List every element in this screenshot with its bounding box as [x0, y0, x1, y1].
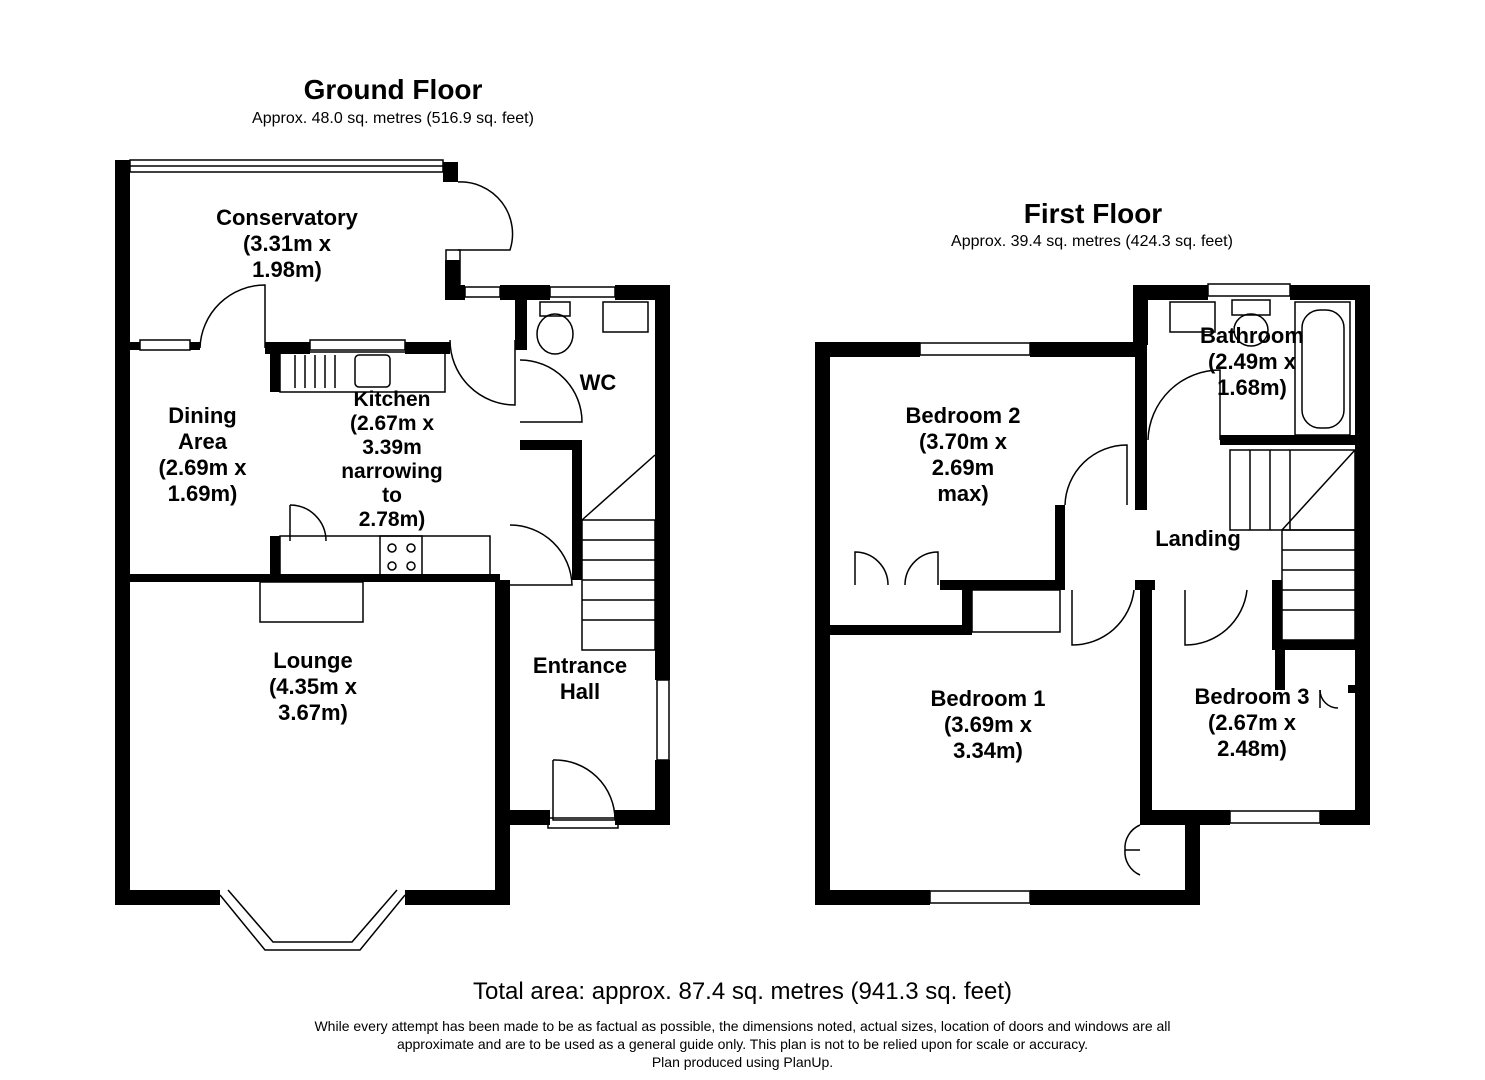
room-label-dining-area: Dining Area (2.69m x 1.69m) — [158, 403, 247, 506]
first-floor-title: First Floor — [1023, 198, 1163, 229]
ground-floor-area: Approx. 48.0 sq. metres (516.9 sq. feet) — [252, 110, 534, 127]
room-label-wc: WC — [579, 370, 617, 395]
total-area: Total area: approx. 87.4 sq. metres (941… — [473, 978, 1012, 1005]
room-label-bathroom: Bathroom (2.49m x 1.68m) — [1200, 323, 1304, 400]
first-floor-area: Approx. 39.4 sq. metres (424.3 sq. feet) — [951, 233, 1233, 250]
room-label-kitchen: Kitchen (2.67m x 3.39m narrowing to 2.78… — [341, 388, 443, 531]
room-label-bedroom-2: Bedroom 2 (3.70m x 2.69m max) — [905, 403, 1021, 506]
room-label-landing: Landing — [1155, 526, 1241, 551]
room-label-conservatory: Conservatory (3.31m x 1.98m) — [216, 205, 358, 282]
ground-floor-title: Ground Floor — [303, 74, 483, 105]
ground-floor-walls — [115, 160, 670, 905]
first-floor-fixtures — [854, 283, 1356, 904]
room-label-bedroom-3: Bedroom 3 (2.67m x 2.48m) — [1194, 684, 1310, 761]
room-label-bedroom-1: Bedroom 1 (3.69m x 3.34m) — [930, 686, 1046, 763]
disclaimer-line: Plan produced using PlanUp. — [651, 1054, 834, 1070]
disclaimer-line: While every attempt has been made to be … — [314, 1018, 1171, 1034]
first-floor-walls — [815, 285, 1370, 905]
disclaimer-line: approximate and are to be used as a gene… — [396, 1036, 1089, 1052]
disclaimer: While every attempt has been made to be … — [0, 1017, 1485, 1071]
room-label-entrance-hall: Entrance Hall — [532, 653, 628, 704]
ground-floor-fixtures — [129, 159, 670, 951]
room-label-lounge: Lounge (4.35m x 3.67m) — [268, 648, 358, 725]
